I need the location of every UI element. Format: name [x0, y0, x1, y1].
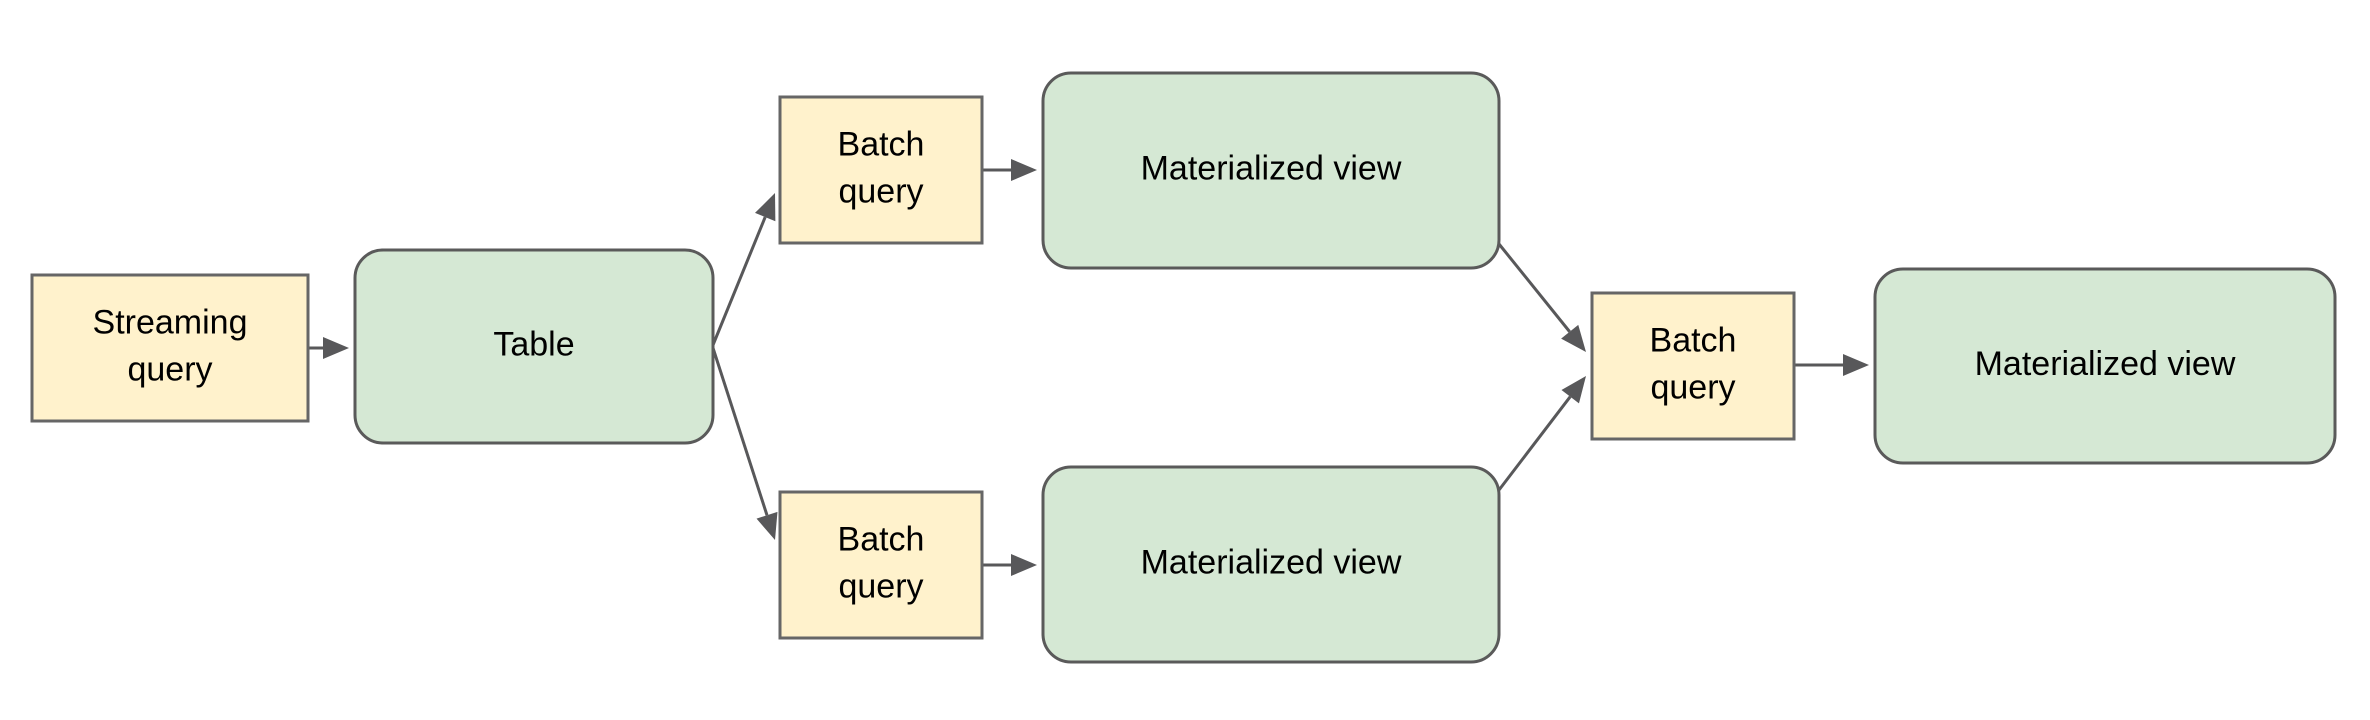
edge-shaft: [711, 347, 769, 516]
arrowhead-icon: [1561, 376, 1586, 404]
edge-table-to-batch-bottom: [711, 347, 778, 540]
edge-batch-merge-to-mv-final: [1794, 354, 1869, 376]
arrowhead-icon: [1561, 324, 1586, 352]
node-shape-batch-query-bottom[interactable]: [778, 490, 984, 640]
edge-shaft: [711, 216, 767, 346]
edge-batch-top-to-mv-top: [982, 159, 1037, 181]
node-shape-materialized-view-final[interactable]: [1873, 267, 2337, 465]
arrowhead-icon: [1011, 554, 1037, 576]
edge-shaft: [1497, 243, 1571, 333]
arrowhead-icon: [1011, 159, 1037, 181]
node-materialized-view-final[interactable]: Materialized view: [1873, 267, 2337, 465]
node-shape-materialized-view-bottom[interactable]: [1041, 465, 1501, 664]
edge-mv-top-to-batch-merge: [1497, 243, 1586, 352]
node-shape-batch-query-top[interactable]: [778, 95, 984, 245]
edge-batch-bottom-to-mv-bottom: [982, 554, 1037, 576]
node-shape-table[interactable]: [353, 248, 715, 445]
node-shape-batch-query-merge[interactable]: [1590, 291, 1796, 441]
edge-streaming-to-table: [308, 337, 349, 359]
arrowhead-icon: [756, 511, 778, 540]
node-table[interactable]: Table: [353, 248, 715, 445]
edge-mv-bottom-to-batch-merge: [1497, 376, 1586, 491]
arrowhead-icon: [1843, 354, 1869, 376]
node-shape-streaming-query[interactable]: [30, 273, 310, 423]
edge-shaft: [1497, 395, 1572, 491]
arrowhead-icon: [754, 193, 776, 222]
arrowhead-icon: [323, 337, 349, 359]
edge-table-to-batch-top: [711, 193, 776, 346]
node-materialized-view-bottom[interactable]: Materialized view: [1041, 465, 1501, 664]
edges-layer: [308, 159, 1869, 576]
node-shape-materialized-view-top[interactable]: [1041, 71, 1501, 270]
node-materialized-view-top[interactable]: Materialized view: [1041, 71, 1501, 270]
